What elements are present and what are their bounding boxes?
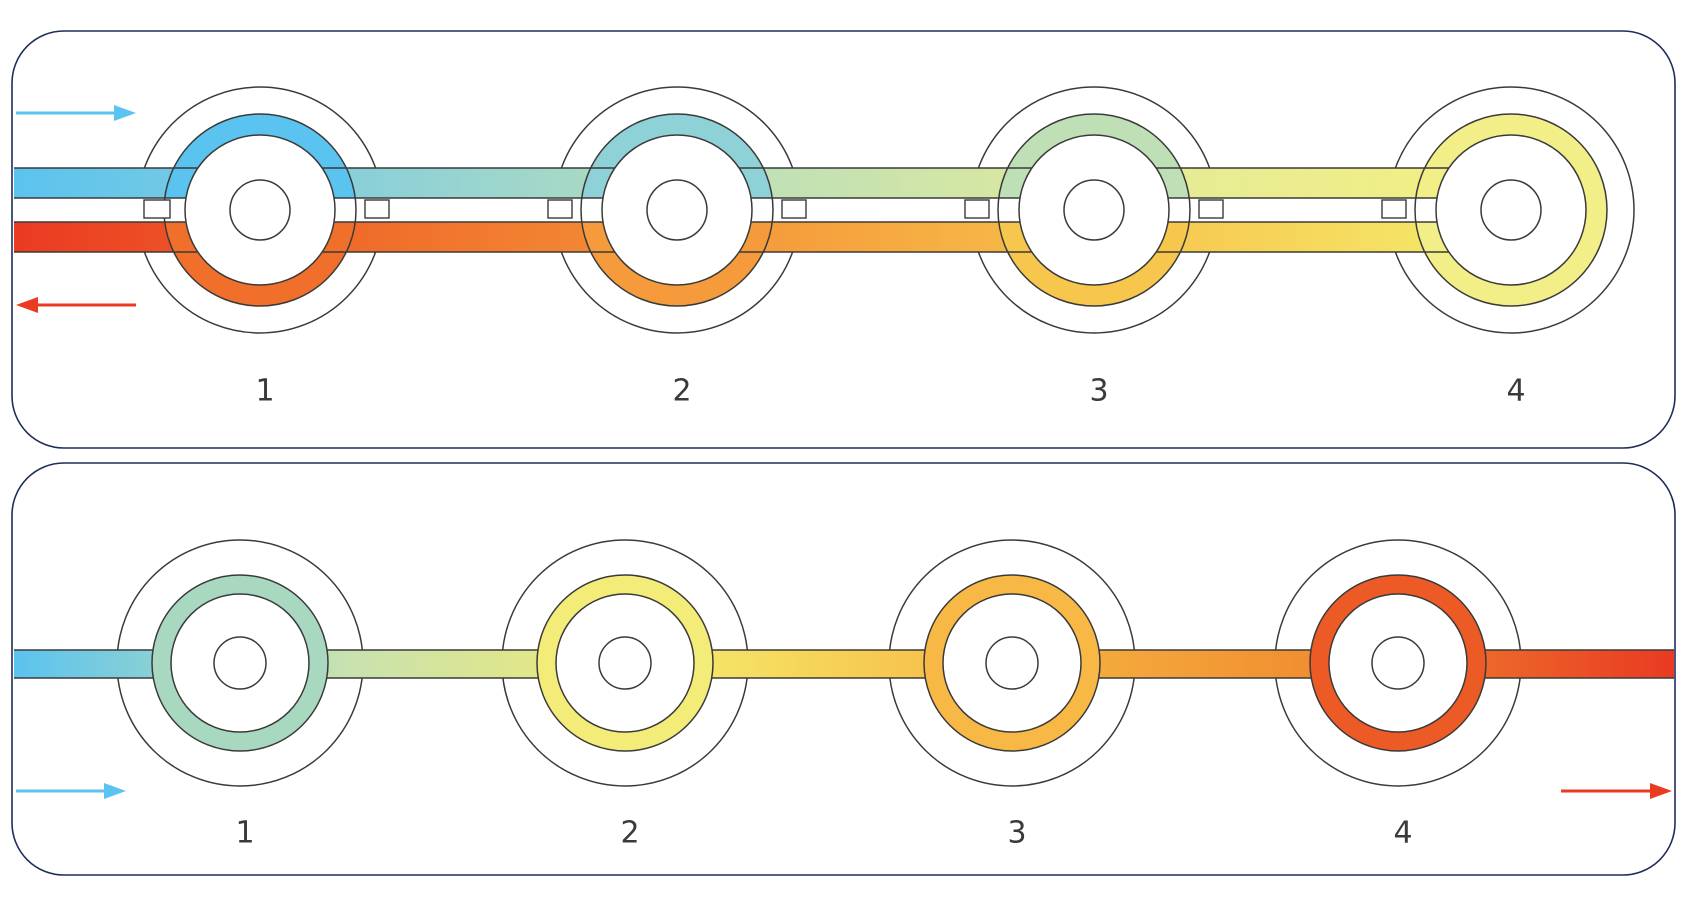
unit-hub-3 <box>985 636 1039 690</box>
unit-label-4: 4 <box>1393 816 1412 851</box>
unit-hub-2 <box>598 636 652 690</box>
valve-block <box>143 199 171 219</box>
unit-label-3: 3 <box>1007 816 1026 851</box>
unit-hub-4 <box>1371 636 1425 690</box>
unit-ring-outer-2 <box>536 574 714 752</box>
unit-ring-outer-1 <box>151 574 329 752</box>
unit-ring-outer-3 <box>923 574 1101 752</box>
unit-ring-outer-4 <box>1414 113 1608 307</box>
unit-hub-2 <box>646 179 708 241</box>
unit-label-4: 4 <box>1506 374 1525 409</box>
valve-block <box>964 199 990 219</box>
unit-hub-3 <box>1063 179 1125 241</box>
outflow-arrow <box>1561 783 1672 799</box>
unit-label-3: 3 <box>1089 374 1108 409</box>
unit-label-2: 2 <box>620 816 639 851</box>
unit-hub-1 <box>229 179 291 241</box>
valve-block <box>364 199 390 219</box>
series-system-panel: 1 2 3 4 <box>11 462 1676 876</box>
valve-block <box>1198 199 1224 219</box>
unit-hub-1 <box>213 636 267 690</box>
unit-hub-4 <box>1480 179 1542 241</box>
parallel-pipes: 1 2 3 4 <box>14 86 1635 409</box>
unit-ring-outer-3 <box>997 113 1191 307</box>
series-pipes: 1 2 3 4 <box>14 539 1674 851</box>
unit-ring-outer-4 <box>1309 574 1487 752</box>
supply-in-arrow <box>16 105 136 121</box>
return-out-arrow <box>16 297 136 313</box>
unit-label-1: 1 <box>255 374 274 409</box>
unit-label-1: 1 <box>235 816 254 851</box>
parallel-system-panel: 1 2 3 4 <box>11 30 1676 449</box>
inflow-arrow <box>16 783 126 799</box>
valve-block <box>1381 199 1407 219</box>
valve-block <box>781 199 807 219</box>
valve-block <box>547 199 573 219</box>
unit-ring-outer-2 <box>580 113 774 307</box>
unit-label-2: 2 <box>672 374 691 409</box>
